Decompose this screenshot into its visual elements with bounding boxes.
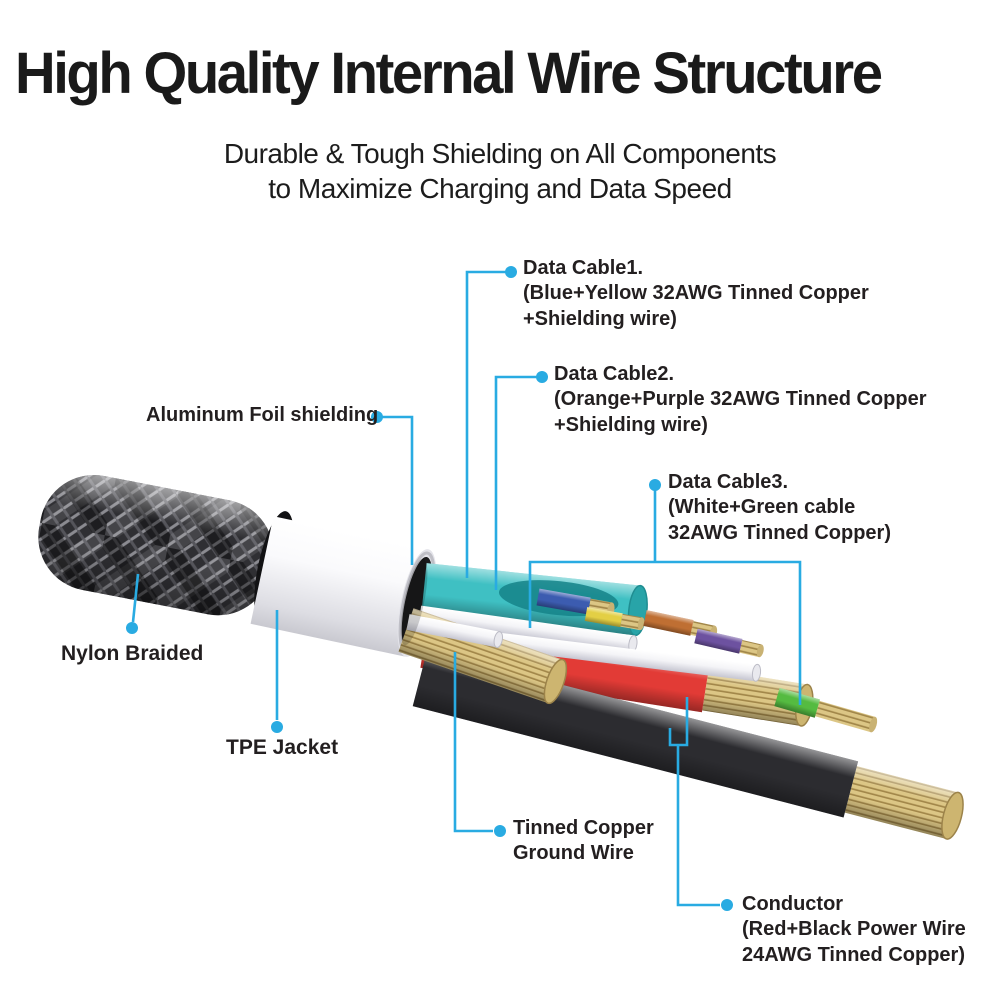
callout-tpe-jacket: TPE Jacket (226, 735, 338, 762)
callout-aluminum-foil-name: Aluminum Foil shielding (146, 404, 379, 426)
callout-conductor-detail2: 24AWG Tinned Copper) (742, 943, 965, 966)
white-wire-long-graphic (422, 623, 762, 682)
subtitle-line2: to Maximize Charging and Data Speed (268, 173, 732, 204)
leader-line-aluminum-foil (377, 415, 414, 565)
nylon-braid-graphic (38, 474, 274, 616)
purple-wire-graphic (694, 628, 764, 658)
leader-dot-nylon-braided (126, 622, 138, 634)
subtitle-line1: Durable & Tough Shielding on All Compone… (223, 138, 777, 169)
callout-data-cable1-detail1: (Blue+Yellow 32AWG Tinned Copper (523, 282, 869, 305)
green-wire-graphic (774, 687, 878, 733)
callout-ground-wire: Tinned Copper Ground Wire (513, 816, 654, 867)
callout-data-cable2-detail1: (Orange+Purple 32AWG Tinned Copper (554, 388, 927, 411)
page-title: High Quality Internal Wire Structure (15, 41, 883, 106)
callout-data-cable3-detail1: (White+Green cable (668, 496, 856, 519)
callout-ground-wire-name: Tinned Copper (513, 817, 654, 839)
callout-conductor: Conductor (Red+Black Power Wire 24AWG Ti… (742, 892, 966, 968)
leader-dot-data-cable3 (649, 479, 661, 491)
leader-lines (126, 266, 802, 911)
leader-line-data-cable2 (494, 375, 542, 590)
callout-data-cable2-name: Data Cable2. (554, 363, 675, 385)
callout-data-cable1-name: Data Cable1. (523, 257, 644, 279)
leader-dot-data-cable1 (505, 266, 517, 278)
callout-ground-wire-detail1: Ground Wire (513, 842, 634, 865)
white-wire-mid-graphic (418, 605, 638, 653)
callout-data-cable1: Data Cable1. (Blue+Yellow 32AWG Tinned C… (523, 256, 869, 332)
callout-tpe-jacket-name: TPE Jacket (226, 736, 339, 759)
tpe-jacket-graphic (250, 516, 428, 657)
callout-conductor-name: Conductor (742, 893, 844, 915)
leader-line-data-cable1 (465, 270, 511, 578)
leader-line-ground-wire (453, 652, 493, 833)
callout-data-cable2-detail2: +Shielding wire) (554, 413, 708, 436)
opening-shadow (400, 558, 428, 646)
callout-data-cable2: Data Cable2. (Orange+Purple 32AWG Tinned… (554, 362, 926, 438)
leader-line-nylon-braided (131, 573, 140, 623)
callout-nylon-braided: Nylon Braided (61, 641, 203, 668)
yellow-wire-graphic (584, 607, 645, 631)
leader-line-conductor (668, 697, 720, 907)
callout-data-cable3: Data Cable3. (White+Green cable 32AWG Ti… (668, 470, 891, 546)
leader-dot-aluminum-foil (371, 411, 383, 423)
callout-aluminum-foil: Aluminum Foil shielding (146, 403, 378, 428)
callout-nylon-braided-name: Nylon Braided (61, 642, 204, 665)
callout-data-cable1-detail2: +Shielding wire) (523, 307, 677, 330)
leader-dot-tpe-jacket (271, 721, 283, 733)
white-wire-short-graphic (406, 614, 504, 648)
callout-conductor-detail1: (Red+Black Power Wire (742, 918, 966, 941)
callout-data-cable3-detail2: 32AWG Tinned Copper) (668, 521, 891, 544)
leader-line-data-cable3 (528, 485, 802, 705)
callout-data-cable3-name: Data Cable3. (668, 471, 789, 493)
leader-dot-data-cable2 (536, 371, 548, 383)
leader-dot-conductor (721, 899, 733, 911)
leader-dot-ground-wire (494, 825, 506, 837)
